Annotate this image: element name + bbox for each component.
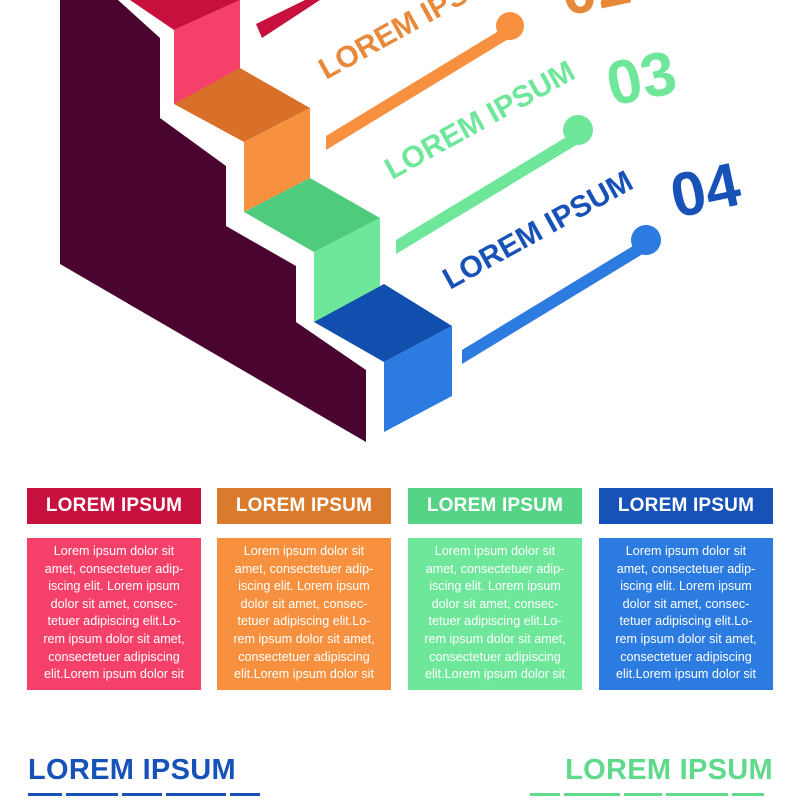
- card-text-line: amet, consectetuer adip-: [44, 561, 184, 576]
- footer-left-title: LOREM IPSUM: [28, 754, 236, 786]
- footer-right-title: LOREM IPSUM: [565, 754, 773, 786]
- card-text-line: amet, consectetuer adip-: [425, 561, 565, 576]
- step-3-dot: [563, 115, 593, 145]
- card-text-line: Lorem ipsum dolor sit: [434, 544, 556, 558]
- step-1-top: [130, 0, 240, 30]
- step-2-side: [244, 108, 310, 212]
- card-text-line: rem ipsum dolor sit amet,: [233, 631, 375, 646]
- card-text-line: consectetuer adipiscing: [429, 649, 561, 664]
- info-card-orange: LOREM IPSUM Lorem ipsum dolor sit amet, …: [217, 488, 391, 690]
- card-text-line: dolor sit amet, consec-: [240, 596, 368, 611]
- card-text-line: Lorem ipsum dolor sit: [53, 544, 175, 558]
- card-text-line: dolor sit amet, consec-: [622, 596, 750, 611]
- card-text-line: elit.Lorem ipsum dolor sit: [44, 667, 184, 682]
- card-text-line: consectetuer adipiscing: [238, 649, 370, 664]
- step-4-top: [314, 284, 452, 362]
- card-text: Lorem ipsum dolor sit amet, consectetuer…: [27, 538, 201, 690]
- card-text-line: amet, consectetuer adip-: [234, 561, 374, 576]
- step-2-number: 02: [555, 0, 637, 30]
- card-text-line: iscing elit. Lorem ipsum: [238, 579, 370, 594]
- stair-shadow-wall: [60, 0, 366, 442]
- card-text-line: iscing elit. Lorem ipsum: [620, 579, 752, 594]
- step-2-dot: [496, 12, 524, 40]
- step-4-label: LOREM IPSUM: [437, 165, 638, 296]
- step-4-number: 04: [665, 150, 747, 232]
- card-text: Lorem ipsum dolor sit amet, consectetuer…: [408, 538, 582, 690]
- card-text-line: iscing elit. Lorem ipsum: [429, 579, 561, 594]
- step-4-dot: [631, 225, 661, 255]
- info-card-blue: LOREM IPSUM Lorem ipsum dolor sit amet, …: [599, 488, 773, 690]
- footer-right-text-fragment: [530, 793, 770, 799]
- card-text-line: elit.Lorem ipsum dolor sit: [234, 667, 374, 682]
- card-text-line: rem ipsum dolor sit amet,: [424, 631, 566, 646]
- step-2-top: [174, 68, 310, 142]
- card-title: LOREM IPSUM: [27, 488, 201, 524]
- info-card-green: LOREM IPSUM Lorem ipsum dolor sit amet, …: [408, 488, 582, 690]
- card-text-line: elit.Lorem ipsum dolor sit: [616, 667, 756, 682]
- card-text-line: Lorem ipsum dolor sit: [243, 544, 365, 558]
- staircase-diagram: LOREM IPSUM LOREM IPSUM LOREM IPSUM 02 0…: [60, 0, 747, 442]
- step-3-number: 03: [601, 38, 683, 120]
- card-title: LOREM IPSUM: [408, 488, 582, 524]
- step-3-top: [244, 178, 380, 252]
- card-text-line: consectetuer adipiscing: [48, 649, 180, 664]
- step-1-bar: [256, 0, 320, 38]
- card-text-line: tetuer adipiscing elit.Lo-: [47, 614, 181, 629]
- card-text-line: tetuer adipiscing elit.Lo-: [237, 614, 371, 629]
- card-title: LOREM IPSUM: [217, 488, 391, 524]
- step-3-bar: [396, 130, 578, 254]
- step-4-side: [384, 326, 452, 432]
- card-text-line: dolor sit amet, consec-: [50, 596, 178, 611]
- card-text-line: rem ipsum dolor sit amet,: [615, 631, 757, 646]
- card-text-line: rem ipsum dolor sit amet,: [43, 631, 185, 646]
- card-text-line: tetuer adipiscing elit.Lo-: [619, 614, 753, 629]
- card-text-line: iscing elit. Lorem ipsum: [48, 579, 180, 594]
- card-title: LOREM IPSUM: [599, 488, 773, 524]
- footer-left-text-fragment: [28, 793, 268, 799]
- card-text: Lorem ipsum dolor sit amet, consectetuer…: [599, 538, 773, 690]
- card-text-line: dolor sit amet, consec-: [431, 596, 559, 611]
- card-text-line: elit.Lorem ipsum dolor sit: [425, 667, 565, 682]
- card-text-line: amet, consectetuer adip-: [616, 561, 756, 576]
- info-card-red: LOREM IPSUM Lorem ipsum dolor sit amet, …: [27, 488, 201, 690]
- step-3-label: LOREM IPSUM: [379, 55, 580, 186]
- step-4-bar: [462, 238, 646, 364]
- card-text-line: Lorem ipsum dolor sit: [625, 544, 747, 558]
- card-text-line: consectetuer adipiscing: [620, 649, 752, 664]
- step-2-bar: [326, 24, 510, 150]
- card-text: Lorem ipsum dolor sit amet, consectetuer…: [217, 538, 391, 690]
- card-text-line: tetuer adipiscing elit.Lo-: [428, 614, 562, 629]
